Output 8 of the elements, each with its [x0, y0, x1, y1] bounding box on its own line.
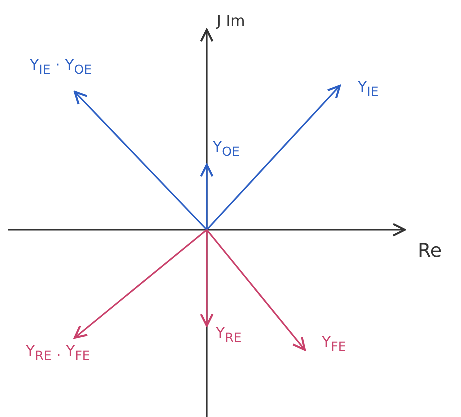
axis-label: Re: [418, 240, 442, 263]
phasor-label: Y$_{IE}$ · Y$_{OE}$: [30, 56, 92, 77]
phasor-label: Y$_{IE}$: [358, 78, 379, 99]
phasor-label: Y$_{RE}$ . Y$_{FE}$: [26, 342, 90, 363]
axis-label: J Im: [217, 12, 246, 30]
phasor-label: Y$_{FE}$: [322, 333, 346, 354]
phasor-label: Y$_{RE}$: [216, 324, 242, 345]
phasor-label: Y$_{OE}$: [213, 138, 240, 159]
